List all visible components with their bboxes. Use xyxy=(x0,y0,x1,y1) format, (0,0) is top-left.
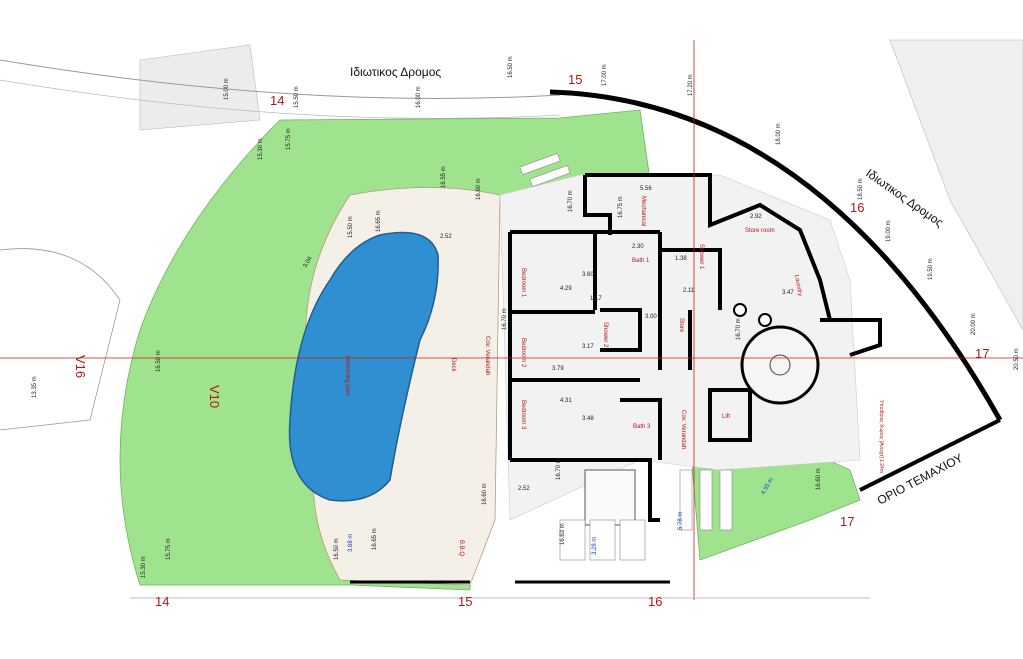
dim-360: 3.60 xyxy=(582,272,594,278)
loungers xyxy=(519,153,733,561)
room-bath1: Bath 1 xyxy=(632,258,650,264)
dim-bedroom1: 4.29 xyxy=(560,286,572,292)
room-cov-verandah-left: Cov. Verandah xyxy=(484,336,490,375)
grid-label-17-bottom: 17 xyxy=(840,514,854,529)
dim-blue-3: 5.78 m xyxy=(678,512,684,530)
dim-pool-side: 3.04 xyxy=(303,255,314,269)
level-22: 16.50 m xyxy=(156,350,162,372)
level-4: 16.50 m xyxy=(508,56,514,78)
level-19: 16.65 m xyxy=(376,210,382,232)
dim-blue-2: 3.28 m xyxy=(592,537,598,555)
dim-blue-1: 3.68 m xyxy=(348,534,354,552)
open-space-annotation: Υπαιθριος Χωρος [Ανοιχτ] 1.24m xyxy=(878,400,884,473)
swimming-pool xyxy=(288,231,439,502)
level-18: 16.75 m xyxy=(618,196,624,218)
level-17: 16.70 m xyxy=(568,190,574,212)
grid-label-15-top: 15 xyxy=(568,72,582,87)
level-23: 16.70 m xyxy=(502,308,508,330)
level-14: 15.75 m xyxy=(286,128,292,150)
grid-label-15-bottom: 15 xyxy=(458,594,472,609)
room-lift: Lift xyxy=(722,414,730,420)
dim-bbq: 2.52 xyxy=(518,486,530,492)
grid-label-16-bottom: 16 xyxy=(648,594,662,609)
level-2: 15.50 m xyxy=(294,86,300,108)
dim-bath: 2.30 xyxy=(632,244,644,250)
room-laundry: Laundry xyxy=(793,274,803,296)
level-7: 18.00 m xyxy=(776,123,782,145)
room-bath3: Bath 3 xyxy=(633,424,651,430)
dim-211: 2.11 xyxy=(683,288,695,294)
room-cov-verandah-right: Cov. Verandah xyxy=(680,410,686,449)
room-shower2: Shower 2 xyxy=(602,322,608,348)
grid-label-14-top: 14 xyxy=(270,93,284,108)
grid-lines xyxy=(0,40,1023,600)
dim-b3: 3.48 xyxy=(582,416,594,422)
level-13: 15.30 m xyxy=(258,138,264,160)
left-plot-outline xyxy=(0,248,121,431)
level-32: 16.60 m xyxy=(816,468,822,490)
boundary-wall-right xyxy=(859,418,1001,492)
spiral-staircase xyxy=(740,325,820,405)
level-20: 15.50 m xyxy=(348,216,354,238)
hatched-area-right xyxy=(889,39,1023,331)
room-bedroom2: Bedroom 2 xyxy=(520,338,526,368)
level-3: 16.00 m xyxy=(416,86,422,108)
road-label-top: Ιδιωτικος Δρομος xyxy=(350,65,441,79)
dim-pool-top: 2.52 xyxy=(440,234,452,240)
dim-300: 3.00 xyxy=(645,314,657,320)
level-25: 15.75 m xyxy=(166,538,172,560)
boundary-wall-curved xyxy=(549,89,1003,422)
level-9: 19.00 m xyxy=(886,220,892,242)
grid-label-16-right: 16 xyxy=(850,200,864,215)
dim-bedroom2: 3.79 xyxy=(552,366,564,372)
level-26: 16.50 m xyxy=(334,538,340,560)
house-walls xyxy=(508,173,882,522)
grid-label-v10: V10 xyxy=(207,385,222,408)
stairs xyxy=(584,469,636,526)
dim-117: 1.17 xyxy=(590,296,602,302)
room-mechanical: Mechanical xyxy=(640,196,646,226)
column xyxy=(733,303,747,317)
level-6: 17.20 m xyxy=(688,74,694,96)
level-30: 16.70 m xyxy=(556,458,562,480)
level-31: 16.70 m xyxy=(736,318,742,340)
room-store: Store xyxy=(678,318,684,333)
room-swimming-pool: Swimming pool xyxy=(344,355,350,396)
room-deck: Deck xyxy=(450,358,456,373)
road-edge-top xyxy=(0,59,561,99)
dim-b1: 3.17 xyxy=(582,344,594,350)
hatched-area-top-left xyxy=(139,44,261,131)
grid-label-17-right: 17 xyxy=(975,346,989,361)
level-1: 15.00 m xyxy=(224,78,230,100)
level-15: 16.55 m xyxy=(441,166,447,188)
grid-label-v16: V16 xyxy=(73,355,88,378)
road-edge-top-2 xyxy=(0,79,561,119)
dim-bedroom3: 4.31 xyxy=(560,398,572,404)
stair-core xyxy=(769,354,791,376)
column-2 xyxy=(758,313,772,327)
room-shower1: Shower 1 xyxy=(698,244,704,270)
level-28: 16.63 m xyxy=(560,523,566,545)
dim-store: 2.92 xyxy=(750,214,762,220)
level-10: 19.50 m xyxy=(928,258,934,280)
level-24: 15.30 m xyxy=(141,556,147,578)
dim-mechanical: 5.56 xyxy=(640,186,652,192)
room-bbq: B.B.Q xyxy=(458,540,464,556)
room-bedroom3: Bedroom 3 xyxy=(520,400,526,430)
dim-shower: 1.38 xyxy=(675,256,687,262)
level-29: 16.60 m xyxy=(482,483,488,505)
level-21: 13.35 m xyxy=(32,376,38,398)
level-8: 18.50 m xyxy=(858,178,864,200)
level-12: 20.50 m xyxy=(1014,348,1020,370)
level-16: 16.60 m xyxy=(476,178,482,200)
level-27: 16.65 m xyxy=(372,528,378,550)
room-bedroom1: Bedroom 1 xyxy=(520,268,526,298)
level-5: 17.00 m xyxy=(602,64,608,86)
level-11: 20.00 m xyxy=(971,313,977,335)
dim-347: 3.47 xyxy=(782,290,794,296)
grid-label-14-bottom: 14 xyxy=(155,594,169,609)
room-store-room: Store room xyxy=(745,228,775,234)
